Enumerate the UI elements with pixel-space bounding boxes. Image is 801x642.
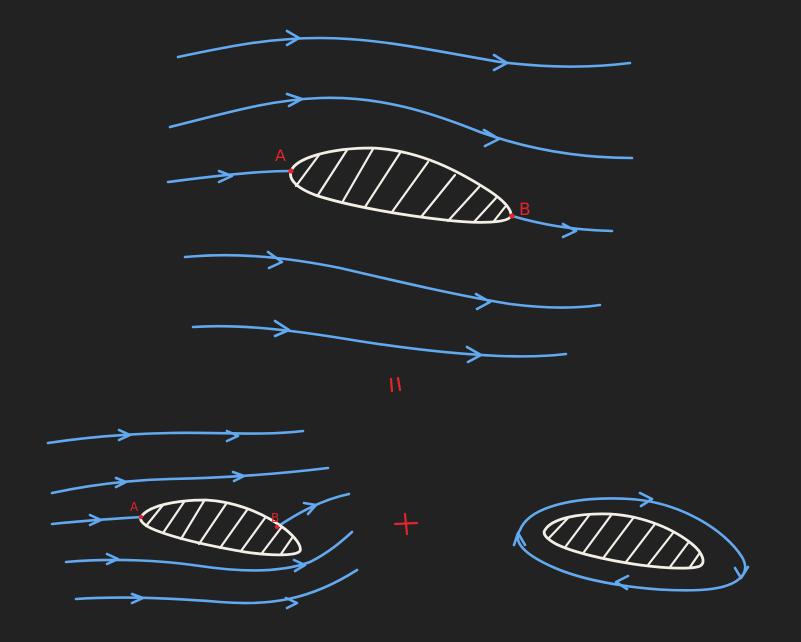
arrowhead-icon <box>492 53 509 72</box>
arrowhead-icon <box>474 292 492 311</box>
point-a-marker <box>138 514 144 520</box>
point-a-label: A <box>275 146 286 165</box>
streamline-bl-5 <box>74 568 359 605</box>
streamline-top-2 <box>168 96 634 160</box>
arrowhead-icon <box>88 513 103 527</box>
arrowhead-icon <box>614 574 630 591</box>
streamline-top-3-upstream <box>166 169 293 184</box>
point-b-marker <box>509 213 515 219</box>
streamline-top-3-downstream <box>510 214 614 233</box>
arrowhead-icon <box>114 476 128 489</box>
point-a-marker <box>288 168 294 174</box>
arrowhead-icon <box>105 552 120 566</box>
streamline-bl-3-downstream <box>275 492 351 529</box>
arrowhead-icon <box>561 222 578 239</box>
arrowhead-icon <box>285 92 304 108</box>
point-b-label: B <box>271 511 279 525</box>
top-flow-diagram: A B <box>166 29 634 364</box>
arrowhead-icon <box>130 592 145 605</box>
streamline-top-4 <box>183 253 602 309</box>
arrowhead-icon <box>284 596 299 610</box>
streamline-top-1 <box>176 36 632 68</box>
streamline-bl-4 <box>64 530 354 572</box>
streamline-bl-1 <box>46 429 305 445</box>
streamline-bl-3-upstream <box>50 515 143 526</box>
streamline-top-5 <box>191 324 568 358</box>
arrowhead-icon <box>512 531 527 547</box>
streamline-bl-2 <box>50 466 330 495</box>
arrowhead-icon <box>231 470 246 483</box>
plus-sign: + <box>393 512 419 536</box>
arrowhead-icon <box>273 319 291 338</box>
arrowhead-icon <box>302 501 318 516</box>
arrowhead-icon <box>217 169 234 184</box>
arrowhead-icon <box>465 345 483 364</box>
airfoil-bottom-right-hatching <box>547 512 701 569</box>
equals-sign: = <box>389 376 402 393</box>
bottom-left-flow-diagram: A B <box>46 428 359 610</box>
arrowhead-icon <box>117 428 132 442</box>
airfoil-bottom-right <box>542 512 705 570</box>
arrowhead-icon <box>292 558 307 573</box>
arrowhead-icon <box>285 29 301 47</box>
arrowhead-icon <box>266 250 284 270</box>
point-b-marker <box>274 524 280 530</box>
circulation-loop <box>516 497 747 592</box>
point-b-label: B <box>519 200 531 220</box>
arrowhead-icon <box>225 429 240 443</box>
arrowhead-icon <box>482 128 501 148</box>
bottom-right-circulation-diagram <box>512 491 750 592</box>
arrowhead-icon <box>733 565 750 580</box>
airfoil-top-hatching <box>294 147 507 224</box>
arrowhead-icon <box>638 491 654 508</box>
airfoil-bottom-left <box>139 498 302 557</box>
point-a-label: A <box>130 500 139 514</box>
airfoil-bottom-left-hatching <box>144 499 294 556</box>
